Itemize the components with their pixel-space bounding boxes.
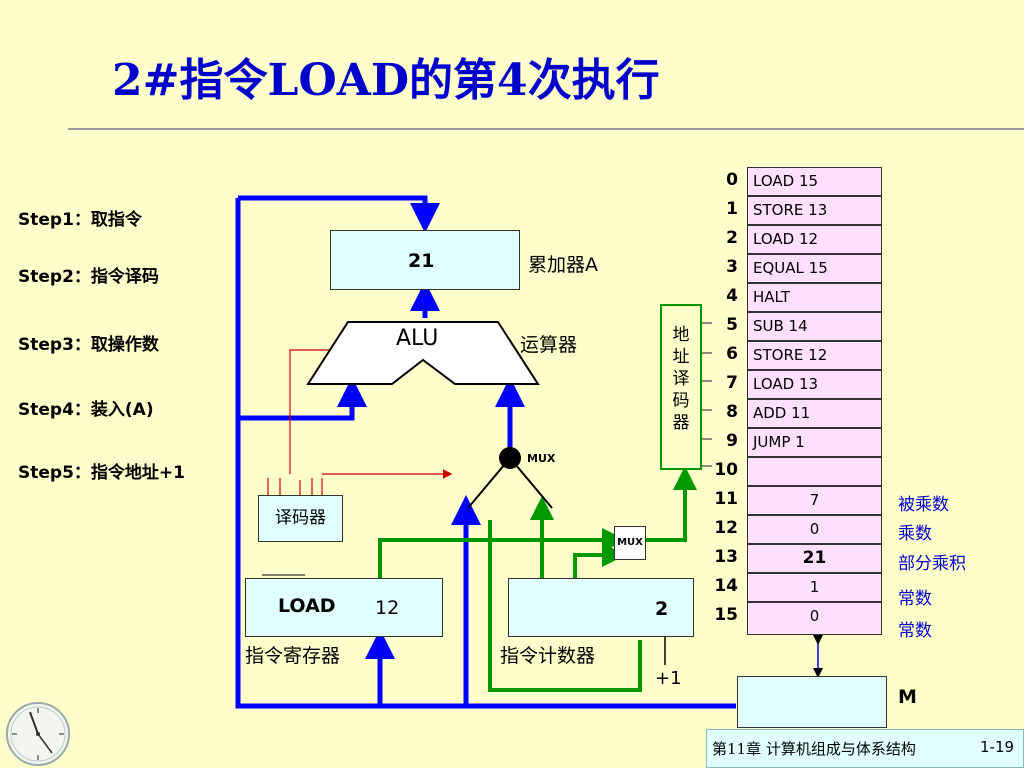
mem-index: 0 xyxy=(726,170,738,190)
mem-annotation: 常数 xyxy=(898,589,932,609)
alu-text: ALU xyxy=(396,326,439,351)
mem-cell: 21 xyxy=(747,544,882,573)
addr-decoder-char: 器 xyxy=(672,413,690,433)
mem-index: 4 xyxy=(726,286,738,306)
memory-label: M xyxy=(898,686,917,708)
mem-index: 7 xyxy=(726,373,738,393)
addr-decoder-char: 码 xyxy=(672,391,690,411)
ir-label: 指令寄存器 xyxy=(245,645,341,667)
mem-index: 14 xyxy=(714,576,738,596)
mem-index: 5 xyxy=(726,315,738,335)
mem-cell: 1 xyxy=(747,573,882,602)
mem-index: 3 xyxy=(726,257,738,277)
clock-icon xyxy=(6,702,70,766)
mem-cell: LOAD 15 xyxy=(747,167,882,196)
addr-decoder-char: 译 xyxy=(672,369,690,389)
instruction-register-box xyxy=(245,578,443,637)
addr-decoder-char: 址 xyxy=(672,347,690,367)
mem-cell: STORE 13 xyxy=(747,196,882,225)
page-title: 2#指令LOAD的第4次执行 xyxy=(112,55,660,106)
footer-bar xyxy=(706,729,1024,768)
blue-bus xyxy=(235,195,736,709)
ir-addr: 12 xyxy=(375,597,400,619)
mem-cell: 7 xyxy=(747,486,882,515)
step-5: Step5：指令地址+1 xyxy=(18,463,185,483)
addr-decoder-ticks xyxy=(702,322,712,467)
mem-annotation: 乘数 xyxy=(898,524,932,544)
addr-decoder-char: 地 xyxy=(672,325,690,345)
mem-cell: LOAD 12 xyxy=(747,225,882,254)
control-lines xyxy=(289,349,453,495)
mem-annotation: 常数 xyxy=(898,621,932,641)
decoder-ticks xyxy=(267,478,323,495)
mux-top-label: MUX xyxy=(527,452,556,465)
accumulator-box xyxy=(330,230,520,290)
ir-op: LOAD xyxy=(278,595,336,617)
alu-label: 运算器 xyxy=(520,334,578,356)
mem-index: 9 xyxy=(726,431,738,451)
green-bus xyxy=(378,466,697,692)
mem-cell: LOAD 13 xyxy=(747,370,882,399)
mem-cell: HALT xyxy=(747,283,882,312)
mux-small: MUX xyxy=(614,526,646,560)
mem-index: 8 xyxy=(726,402,738,422)
mem-index: 13 xyxy=(714,547,738,567)
mem-index: 10 xyxy=(714,460,738,480)
memory-block xyxy=(737,676,887,728)
footer-page-number: 1-19 xyxy=(980,738,1015,756)
mem-cell xyxy=(747,457,882,486)
mem-cell: 0 xyxy=(747,602,882,635)
mem-cell: ADD 11 xyxy=(747,399,882,428)
footer-chapter: 第11章 计算机组成与体系结构 xyxy=(712,740,916,758)
mem-cell: STORE 12 xyxy=(747,341,882,370)
step-2: Step2：指令译码 xyxy=(18,267,159,287)
address-decoder-box: 地 址 译 码 器 xyxy=(660,304,702,470)
mem-cell: 0 xyxy=(747,515,882,544)
mem-index: 1 xyxy=(726,199,738,219)
decoder-box: 译码器 xyxy=(258,495,343,542)
mem-index: 12 xyxy=(714,518,738,538)
mem-cell: JUMP 1 xyxy=(747,428,882,457)
mem-index: 15 xyxy=(714,605,738,625)
mem-index: 6 xyxy=(726,344,738,364)
step-1: Step1：取指令 xyxy=(18,210,142,230)
mem-cell: EQUAL 15 xyxy=(747,254,882,283)
alu-shape xyxy=(306,321,540,385)
mem-index: 11 xyxy=(714,489,738,509)
accumulator-label: 累加器A xyxy=(528,254,598,276)
pc-value: 2 xyxy=(655,598,669,620)
mem-annotation: 部分乘积 xyxy=(898,554,966,574)
program-counter-box xyxy=(508,578,694,637)
mem-index: 2 xyxy=(726,228,738,248)
mem-cell: SUB 14 xyxy=(747,312,882,341)
pc-increment: +1 xyxy=(655,668,682,689)
mem-annotation: 被乘数 xyxy=(898,495,949,515)
title-divider xyxy=(68,128,1024,130)
step-4: Step4：装入(A) xyxy=(18,400,154,420)
accumulator-value: 21 xyxy=(408,250,435,272)
step-3: Step3：取操作数 xyxy=(18,335,159,355)
pc-label: 指令计数器 xyxy=(500,645,596,667)
